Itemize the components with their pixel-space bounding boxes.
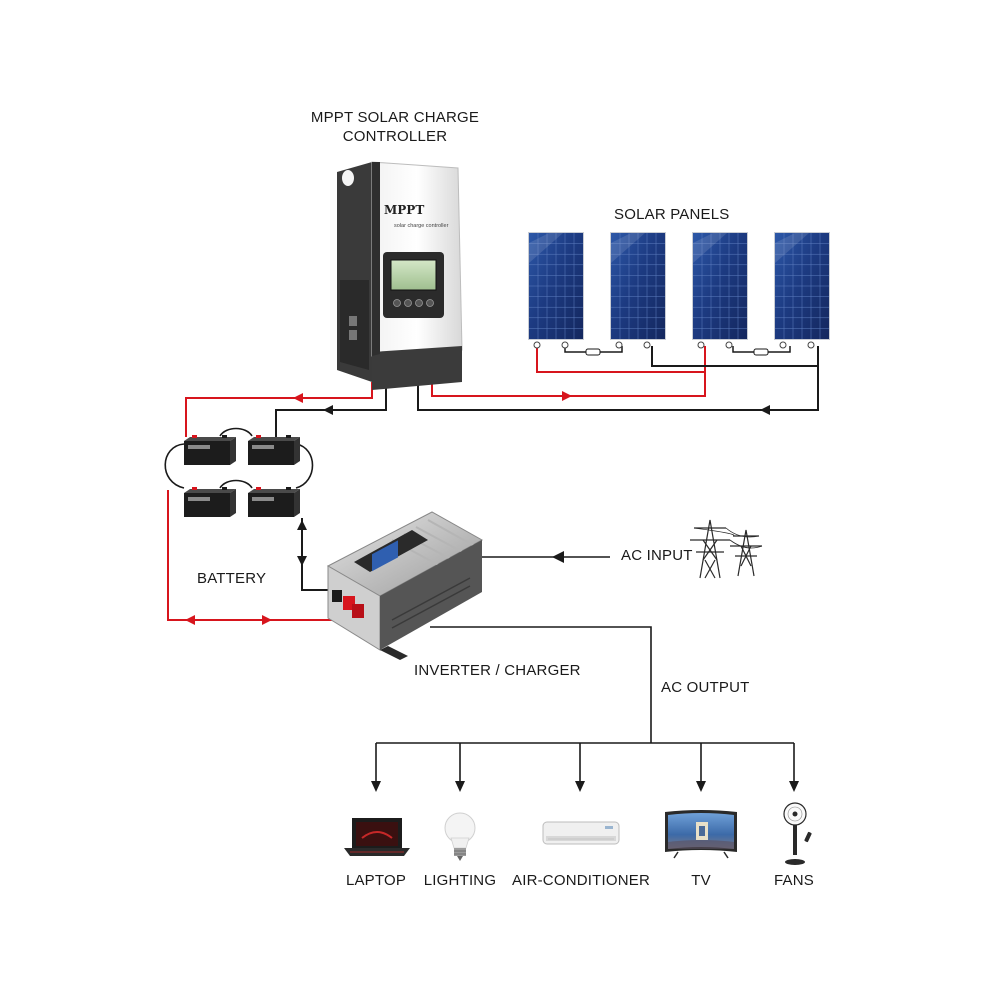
tv-icon	[665, 810, 737, 859]
panel-terminal	[533, 341, 541, 349]
battery-unit	[184, 435, 236, 465]
controller-title-line2: CONTROLLER	[342, 128, 448, 145]
load-label-lighting: LIGHTING	[423, 872, 497, 889]
panel-terminal	[697, 341, 705, 349]
load-label-tv: TV	[691, 872, 711, 889]
solar-panels	[528, 232, 830, 349]
controller-brand: MPPT	[384, 203, 424, 217]
ac-input-wiring	[480, 551, 610, 563]
controller-port	[349, 330, 357, 340]
load-label-fans: FANS	[774, 872, 814, 889]
ac-output-label: AC OUTPUT	[661, 679, 750, 696]
inverter-title: INVERTER / CHARGER	[414, 662, 581, 679]
battery-unit	[184, 487, 236, 517]
battery-title: BATTERY	[197, 570, 267, 587]
panel-wiring	[417, 346, 819, 415]
panel-terminal	[643, 341, 651, 349]
controller-subtitle: solar charge controller	[394, 223, 449, 229]
ac-input-label: AC INPUT	[621, 547, 693, 564]
solar-panel	[774, 232, 830, 349]
panel-terminal	[807, 341, 815, 349]
inverter-negative-terminal	[332, 590, 342, 602]
laptop-icon	[344, 818, 410, 856]
panel-terminal	[561, 341, 569, 349]
controller-buttons	[393, 299, 434, 307]
load-label-air-conditioner: AIR-CONDITIONER	[512, 872, 650, 889]
solar-panels-title: SOLAR PANELS	[614, 206, 730, 223]
controller-port	[349, 316, 357, 326]
panel-terminal	[779, 341, 787, 349]
transmission-tower-icon	[690, 519, 763, 579]
fan-icon	[783, 802, 812, 865]
controller-lcd-screen	[390, 259, 437, 291]
air-conditioner-icon	[542, 821, 620, 845]
battery-interconnect	[164, 427, 314, 489]
controller-title: MPPT SOLAR CHARGE CONTROLLER	[300, 108, 490, 146]
panel-terminal	[725, 341, 733, 349]
inverter-charger	[326, 511, 484, 660]
battery-inverter-wiring	[167, 490, 355, 625]
solar-panel	[610, 232, 666, 349]
battery-bank	[184, 435, 300, 517]
solar-panel	[692, 232, 748, 349]
ac-output-wiring	[375, 626, 795, 782]
mppt-controller: MPPT solar charge controller	[337, 161, 463, 390]
inverter-lcd-screen	[372, 540, 398, 572]
wires	[164, 346, 819, 792]
load-label-laptop: LAPTOP	[345, 872, 407, 889]
battery-unit	[248, 435, 300, 465]
panel-terminal	[615, 341, 623, 349]
solar-panel	[528, 232, 584, 349]
controller-title-line1: MPPT SOLAR CHARGE	[310, 109, 480, 126]
battery-unit	[248, 487, 300, 517]
light-bulb-icon	[444, 812, 476, 861]
controller-battery-wiring	[185, 382, 387, 437]
load-arrows	[371, 781, 799, 792]
